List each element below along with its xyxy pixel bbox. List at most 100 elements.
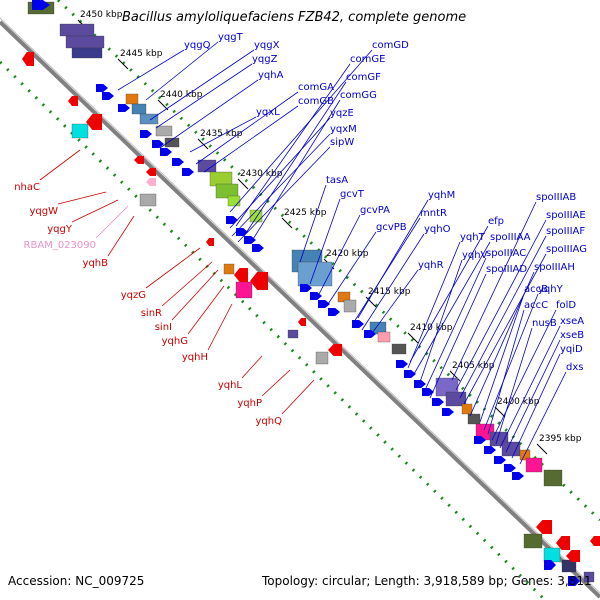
scale-tick-label: 2415 kbp: [368, 287, 411, 297]
reverse-gene-label: yqhG: [162, 336, 188, 347]
forward-gene-label: yqhA: [258, 70, 284, 81]
reverse-gene-label: sinI: [155, 322, 172, 333]
forward-gene-label: spoIIIAF: [546, 226, 585, 237]
forward-label-leader: [451, 201, 537, 381]
forward-label-leader: [353, 217, 421, 323]
reverse-gene-arrow: [590, 536, 600, 546]
forward-label-leader: [231, 133, 331, 237]
forward-label-leader: [145, 41, 219, 101]
gene-block: [543, 469, 563, 487]
forward-label-leader: [237, 146, 331, 243]
gene-block: [223, 263, 235, 275]
reverse-gene-arrow: [536, 520, 552, 534]
topology-label: Topology: circular; Length: 3,918,589 bp…: [262, 574, 592, 588]
forward-label-leader: [357, 199, 429, 319]
gene-block: [391, 343, 407, 355]
forward-gene-label: accC: [524, 300, 548, 311]
forward-gene-label: gcvPA: [360, 205, 390, 216]
forward-gene-arrow: [140, 130, 152, 138]
forward-gene-label: comGG: [340, 90, 377, 101]
scale-tick-mark: [407, 332, 419, 344]
forward-gene-label: yqxM: [330, 124, 357, 135]
forward-gene-label: yqhT: [460, 232, 486, 243]
forward-label-leader: [309, 198, 341, 285]
reverse-gene-arrow: [146, 168, 156, 176]
forward-gene-label: nusB: [532, 318, 557, 329]
scale-tick-label: 2450 kbp: [80, 10, 123, 20]
forward-gene-arrow: [352, 320, 364, 328]
gene-block: [164, 137, 180, 148]
forward-label-leader: [361, 233, 425, 331]
forward-gene-arrow: [422, 388, 434, 396]
accession-label: Accession: NC_009725: [8, 574, 145, 588]
forward-label-leader: [409, 225, 489, 363]
reverse-gene-label: yqhP: [237, 398, 262, 409]
reverse-gene-arrow: [206, 238, 214, 246]
forward-gene-label: yqzE: [330, 108, 354, 119]
forward-gene-arrow: [102, 92, 114, 100]
forward-label-leader: [243, 81, 347, 237]
forward-gene-label: spoIIIAE: [546, 210, 586, 221]
scale-tick-mark: [449, 370, 461, 382]
gene-block: [227, 195, 241, 207]
forward-gene-arrow: [474, 436, 486, 444]
forward-gene-arrow: [118, 104, 130, 112]
gene-block: [561, 559, 577, 573]
forward-gene-label: xseB: [560, 330, 584, 341]
forward-label-leader: [483, 293, 539, 431]
forward-gene-arrow: [226, 216, 238, 224]
scale-tick-mark: [365, 296, 377, 308]
gene-block: [71, 123, 89, 139]
gene-block: [297, 261, 333, 287]
reverse-gene-label: yqhH: [182, 352, 208, 363]
forward-gene-arrow: [484, 446, 496, 454]
scale-tick-label: 2425 kbp: [284, 208, 327, 218]
reverse-label-leader: [207, 303, 233, 351]
genome-backbone: [0, 20, 600, 599]
scale-tick-label: 2430 kbp: [240, 169, 283, 179]
forward-gene-arrow: [244, 236, 256, 244]
reverse-gene-arrow: [250, 272, 268, 290]
reverse-label-leader: [187, 285, 225, 335]
reverse-label-leader: [95, 205, 129, 239]
reverse-gene-arrow: [134, 156, 144, 164]
gene-block: [287, 329, 299, 339]
forward-gene-label: yqgQ: [184, 40, 211, 51]
reverse-label-leader: [39, 149, 81, 181]
gene-block: [155, 125, 173, 137]
forward-gene-label: comGB: [298, 96, 334, 107]
reverse-label-leader: [171, 269, 219, 321]
gene-block: [377, 331, 391, 343]
reverse-label-leader: [241, 355, 263, 379]
forward-gene-arrow: [432, 398, 444, 406]
forward-gene-label: yqxL: [256, 107, 280, 118]
forward-label-leader: [413, 241, 491, 375]
gene-block: [467, 413, 481, 425]
forward-gene-label: spoIIIAB: [536, 192, 576, 203]
forward-label-leader: [487, 309, 525, 435]
forward-label-leader: [317, 214, 361, 297]
forward-gene-arrow: [442, 408, 454, 416]
forward-label-leader: [429, 273, 487, 399]
reverse-gene-label: yqhL: [218, 380, 243, 391]
reverse-gene-label: sinR: [141, 308, 162, 319]
forward-gene-arrow: [96, 84, 108, 92]
genome-backbone-edge: [0, 17, 600, 594]
scale-tick-label: 2410 kbp: [410, 323, 453, 333]
forward-gene-label: comGA: [298, 82, 334, 93]
forward-gene-label: yqhV: [462, 250, 488, 261]
forward-gene-arrow: [310, 292, 322, 300]
forward-label-leader: [195, 91, 299, 165]
reverse-gene-arrow: [86, 114, 102, 130]
forward-gene-label: sipW: [330, 137, 354, 148]
reverse-gene-arrow: [298, 318, 306, 326]
forward-gene-label: yqiD: [560, 344, 583, 355]
gene-block: [543, 547, 561, 563]
reverse-gene-arrow: [234, 268, 248, 282]
forward-gene-label: xseA: [560, 316, 584, 327]
forward-gene-arrow: [568, 576, 580, 586]
forward-gene-arrow: [544, 560, 556, 570]
forward-label-leader: [499, 325, 561, 449]
forward-label-leader: [155, 63, 253, 129]
scale-tick-mark: [494, 406, 506, 418]
